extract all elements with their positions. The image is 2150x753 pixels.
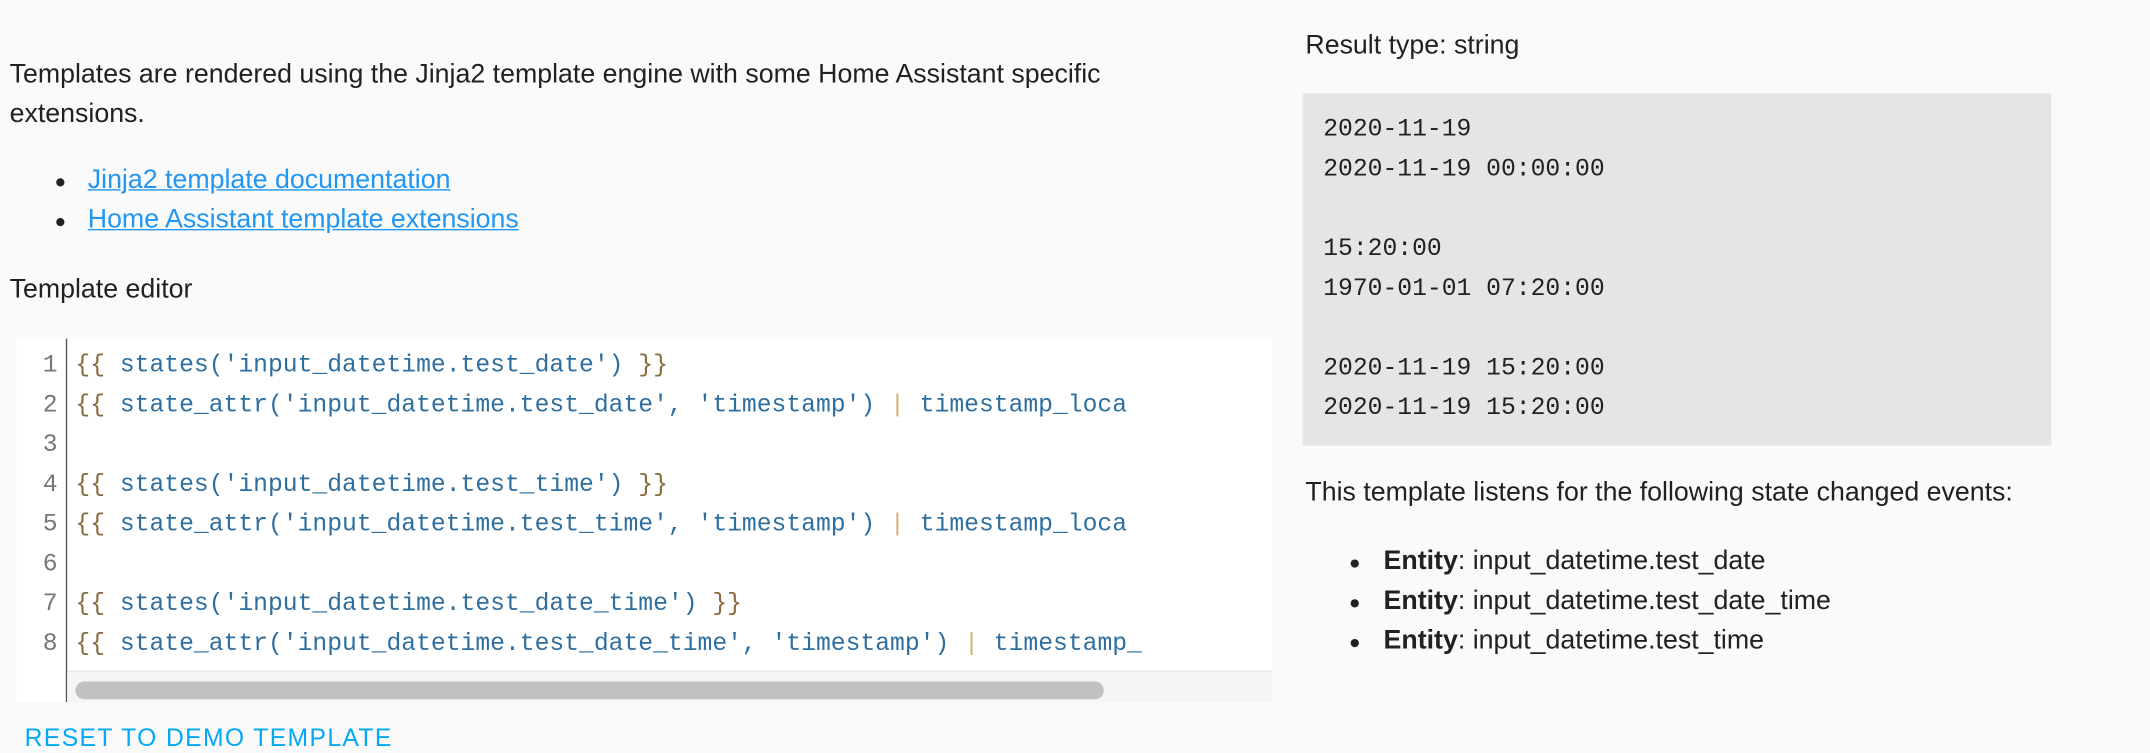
line-number: 5 (42, 511, 58, 539)
entity-list-item: Entity: input_datetime.test_date_time (1383, 585, 1831, 616)
line-number: 2 (42, 392, 58, 420)
line-number: 4 (42, 471, 58, 500)
horizontal-scrollbar[interactable] (67, 670, 1273, 703)
code-line[interactable]: {{ state_attr('input_datetime.test_time'… (75, 511, 1128, 539)
intro-text-line2: extensions. (9, 98, 145, 129)
result-type-label: Result type: string (1305, 30, 1520, 61)
line-number: 7 (42, 590, 58, 619)
line-number-gutter: 1 2 3 4 5 6 7 8 (16, 338, 68, 703)
entity-id: input_datetime.test_date (1472, 545, 1766, 576)
result-line: 15:20:00 (1323, 235, 1442, 264)
reset-to-demo-template-button[interactable]: RESET TO DEMO TEMPLATE (24, 723, 393, 752)
entity-label: Entity (1383, 585, 1458, 616)
code-line[interactable]: {{ states('input_datetime.test_time') }} (75, 471, 668, 500)
entity-label: Entity (1383, 545, 1458, 576)
result-output: 2020-11-19 2020-11-19 00:00:00 15:20:00 197… (1302, 93, 2052, 446)
code-line[interactable]: {{ states('input_datetime.test_date_time… (75, 590, 742, 619)
line-number: 6 (42, 551, 58, 579)
line-number: 1 (42, 352, 58, 380)
code-line[interactable]: {{ state_attr('input_datetime.test_date_… (75, 630, 1142, 659)
template-editor-heading: Template editor (9, 274, 193, 305)
intro-text-line1: Templates are rendered using the Jinja2 … (9, 58, 1101, 90)
line-number: 8 (42, 630, 58, 659)
scrollbar-thumb[interactable] (75, 681, 1104, 700)
result-line: 2020-11-19 (1323, 116, 1472, 144)
ha-template-extensions-link[interactable]: Home Assistant template extensions (87, 204, 519, 235)
line-number: 3 (42, 431, 58, 460)
result-line: 2020-11-19 15:20:00 (1323, 355, 1605, 383)
jinja2-docs-link[interactable]: Jinja2 template documentation (87, 164, 451, 195)
result-line: 2020-11-19 15:20:00 (1323, 394, 1605, 423)
bullet-icon (56, 218, 65, 227)
bullet-icon (56, 178, 65, 187)
result-line: 2020-11-19 00:00:00 (1323, 156, 1605, 184)
bullet-icon (1350, 638, 1359, 648)
code-line[interactable]: {{ state_attr('input_datetime.test_date'… (75, 392, 1128, 420)
entity-list-item: Entity: input_datetime.test_time (1383, 625, 1765, 656)
bullet-icon (1350, 599, 1359, 608)
listens-label: This template listens for the following … (1305, 477, 2013, 508)
entity-id: input_datetime.test_date_time (1472, 585, 1831, 616)
entity-list-item: Entity: input_datetime.test_date (1383, 545, 1766, 576)
template-editor[interactable]: 1 2 3 4 5 6 7 8 {{ states('input_datetime.test_… (16, 338, 1273, 703)
bullet-icon (1350, 559, 1359, 568)
entity-id: input_datetime.test_time (1472, 625, 1765, 656)
entity-label: Entity (1383, 625, 1458, 656)
code-line[interactable]: {{ states('input_datetime.test_date') }} (75, 352, 668, 380)
result-line: 1970-01-01 07:20:00 (1323, 275, 1605, 304)
